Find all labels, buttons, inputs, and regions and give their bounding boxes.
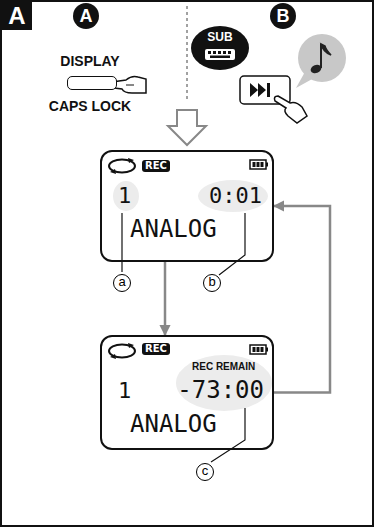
node-text: CAPS LOCK — [40, 97, 140, 115]
node-text: B — [270, 3, 296, 29]
callout-letter: c — [196, 463, 214, 481]
node-text: DISPLAY — [40, 52, 140, 70]
node-text: 1 — [118, 379, 131, 403]
node-text: A — [2, 2, 32, 30]
disc-icon — [109, 160, 135, 358]
node-text: ANALOG — [130, 216, 217, 242]
lcd-display: REC REC REMAIN 1 -73:00ANALOG — [100, 335, 274, 450]
leader-line — [122, 213, 245, 462]
flow-arrow — [168, 110, 206, 145]
button-shape — [67, 76, 117, 90]
flow-connector — [164, 262, 167, 335]
disc-arrows — [110, 158, 134, 359]
node-text: 1 — [118, 184, 131, 208]
lcd-display: REC 1 0:01ANALOG — [100, 150, 274, 262]
node-text: REC — [142, 343, 170, 355]
node-text: ANALOG — [130, 411, 217, 437]
step-circle: B — [270, 3, 296, 29]
flow-connector — [274, 206, 330, 393]
highlight — [198, 180, 268, 212]
sound-bubble — [296, 34, 346, 88]
node-text: SUB — [196, 29, 244, 46]
step-circle: A — [73, 3, 99, 29]
display-button: DISPLAY CAPS LOCK — [40, 52, 140, 116]
highlight — [113, 181, 139, 211]
node-text: -73:00 — [160, 377, 264, 403]
node-text: 0:01 — [200, 184, 262, 208]
hand-icon — [274, 96, 307, 123]
finger-line — [126, 85, 134, 86]
divider-line — [187, 6, 188, 100]
node-text: REC REMAIN — [192, 361, 255, 373]
node-text: REC — [142, 160, 170, 172]
node-text: A — [73, 3, 99, 29]
callout-letter: b — [203, 274, 221, 292]
sub-key — [191, 26, 249, 70]
sub-key-label: SUB — [196, 29, 244, 46]
keyboard-icon — [205, 49, 235, 60]
callout-letter: a — [113, 274, 131, 292]
